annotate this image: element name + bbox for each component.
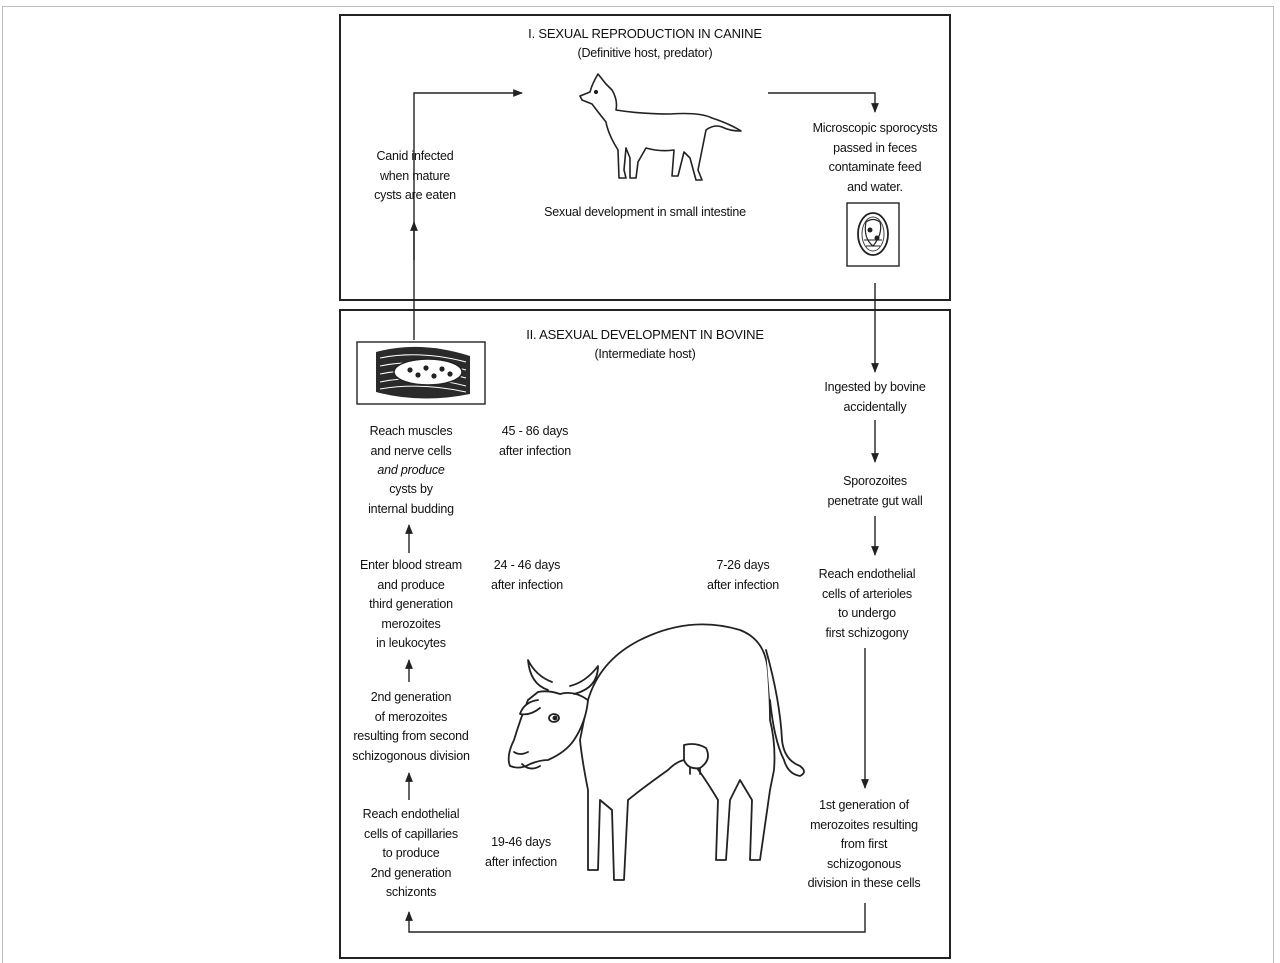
timing-muscles: 45 - 86 days after infection	[498, 424, 572, 458]
step-reach-capillaries: Reach endothelial cells of capillaries t…	[362, 807, 460, 899]
canid-infected-note: Canid infected when mature cysts are eat…	[374, 149, 456, 202]
arrow-cyst-to-dog	[413, 89, 523, 340]
sexual-development-note: Sexual development in small intestine	[544, 205, 746, 219]
step-ingested: Ingested by bovine accidentally	[824, 380, 926, 414]
cow-drawing	[507, 623, 805, 881]
step-second-generation: 2nd generation of merozoites resulting f…	[352, 690, 470, 763]
step-reach-muscles-cysts: cysts by internal budding	[368, 482, 454, 516]
asexual-development-panel	[339, 309, 951, 959]
page-frame	[2, 6, 1274, 963]
step-reach-muscles: Reach muscles and nerve cells	[369, 424, 453, 458]
top-section-subtitle: (Definitive host, predator)	[577, 46, 713, 60]
step-arterioles: Reach endothelial cells of arterioles to…	[818, 567, 916, 640]
timing-blood: 24 - 46 days after infection	[490, 558, 564, 592]
sporocyst-image	[846, 202, 900, 267]
timing-arterioles: 7-26 days after infection	[706, 558, 780, 592]
muscle-cyst-image	[356, 341, 486, 405]
arrow-dog-to-sporocysts	[768, 92, 879, 113]
step-first-generation: 1st generation of merozoites resulting f…	[807, 798, 921, 890]
arrow-1st-gen-to-capillaries	[405, 903, 866, 933]
step-enter-blood: Enter blood stream and produce third gen…	[359, 558, 462, 650]
step-reach-muscles-produce: and produce	[377, 463, 445, 477]
step-sporozoites: Sporozoites penetrate gut wall	[827, 474, 923, 508]
sporocysts-note: Microscopic sporocysts passed in feces c…	[812, 121, 938, 194]
dog-drawing	[579, 73, 742, 181]
bottom-section-subtitle: (Intermediate host)	[594, 347, 696, 361]
top-section-title: I. SEXUAL REPRODUCTION IN CANINE	[528, 26, 762, 41]
bottom-section-title: II. ASEXUAL DEVELOPMENT IN BOVINE	[526, 327, 764, 342]
timing-capillaries: 19-46 days after infection	[484, 835, 558, 869]
